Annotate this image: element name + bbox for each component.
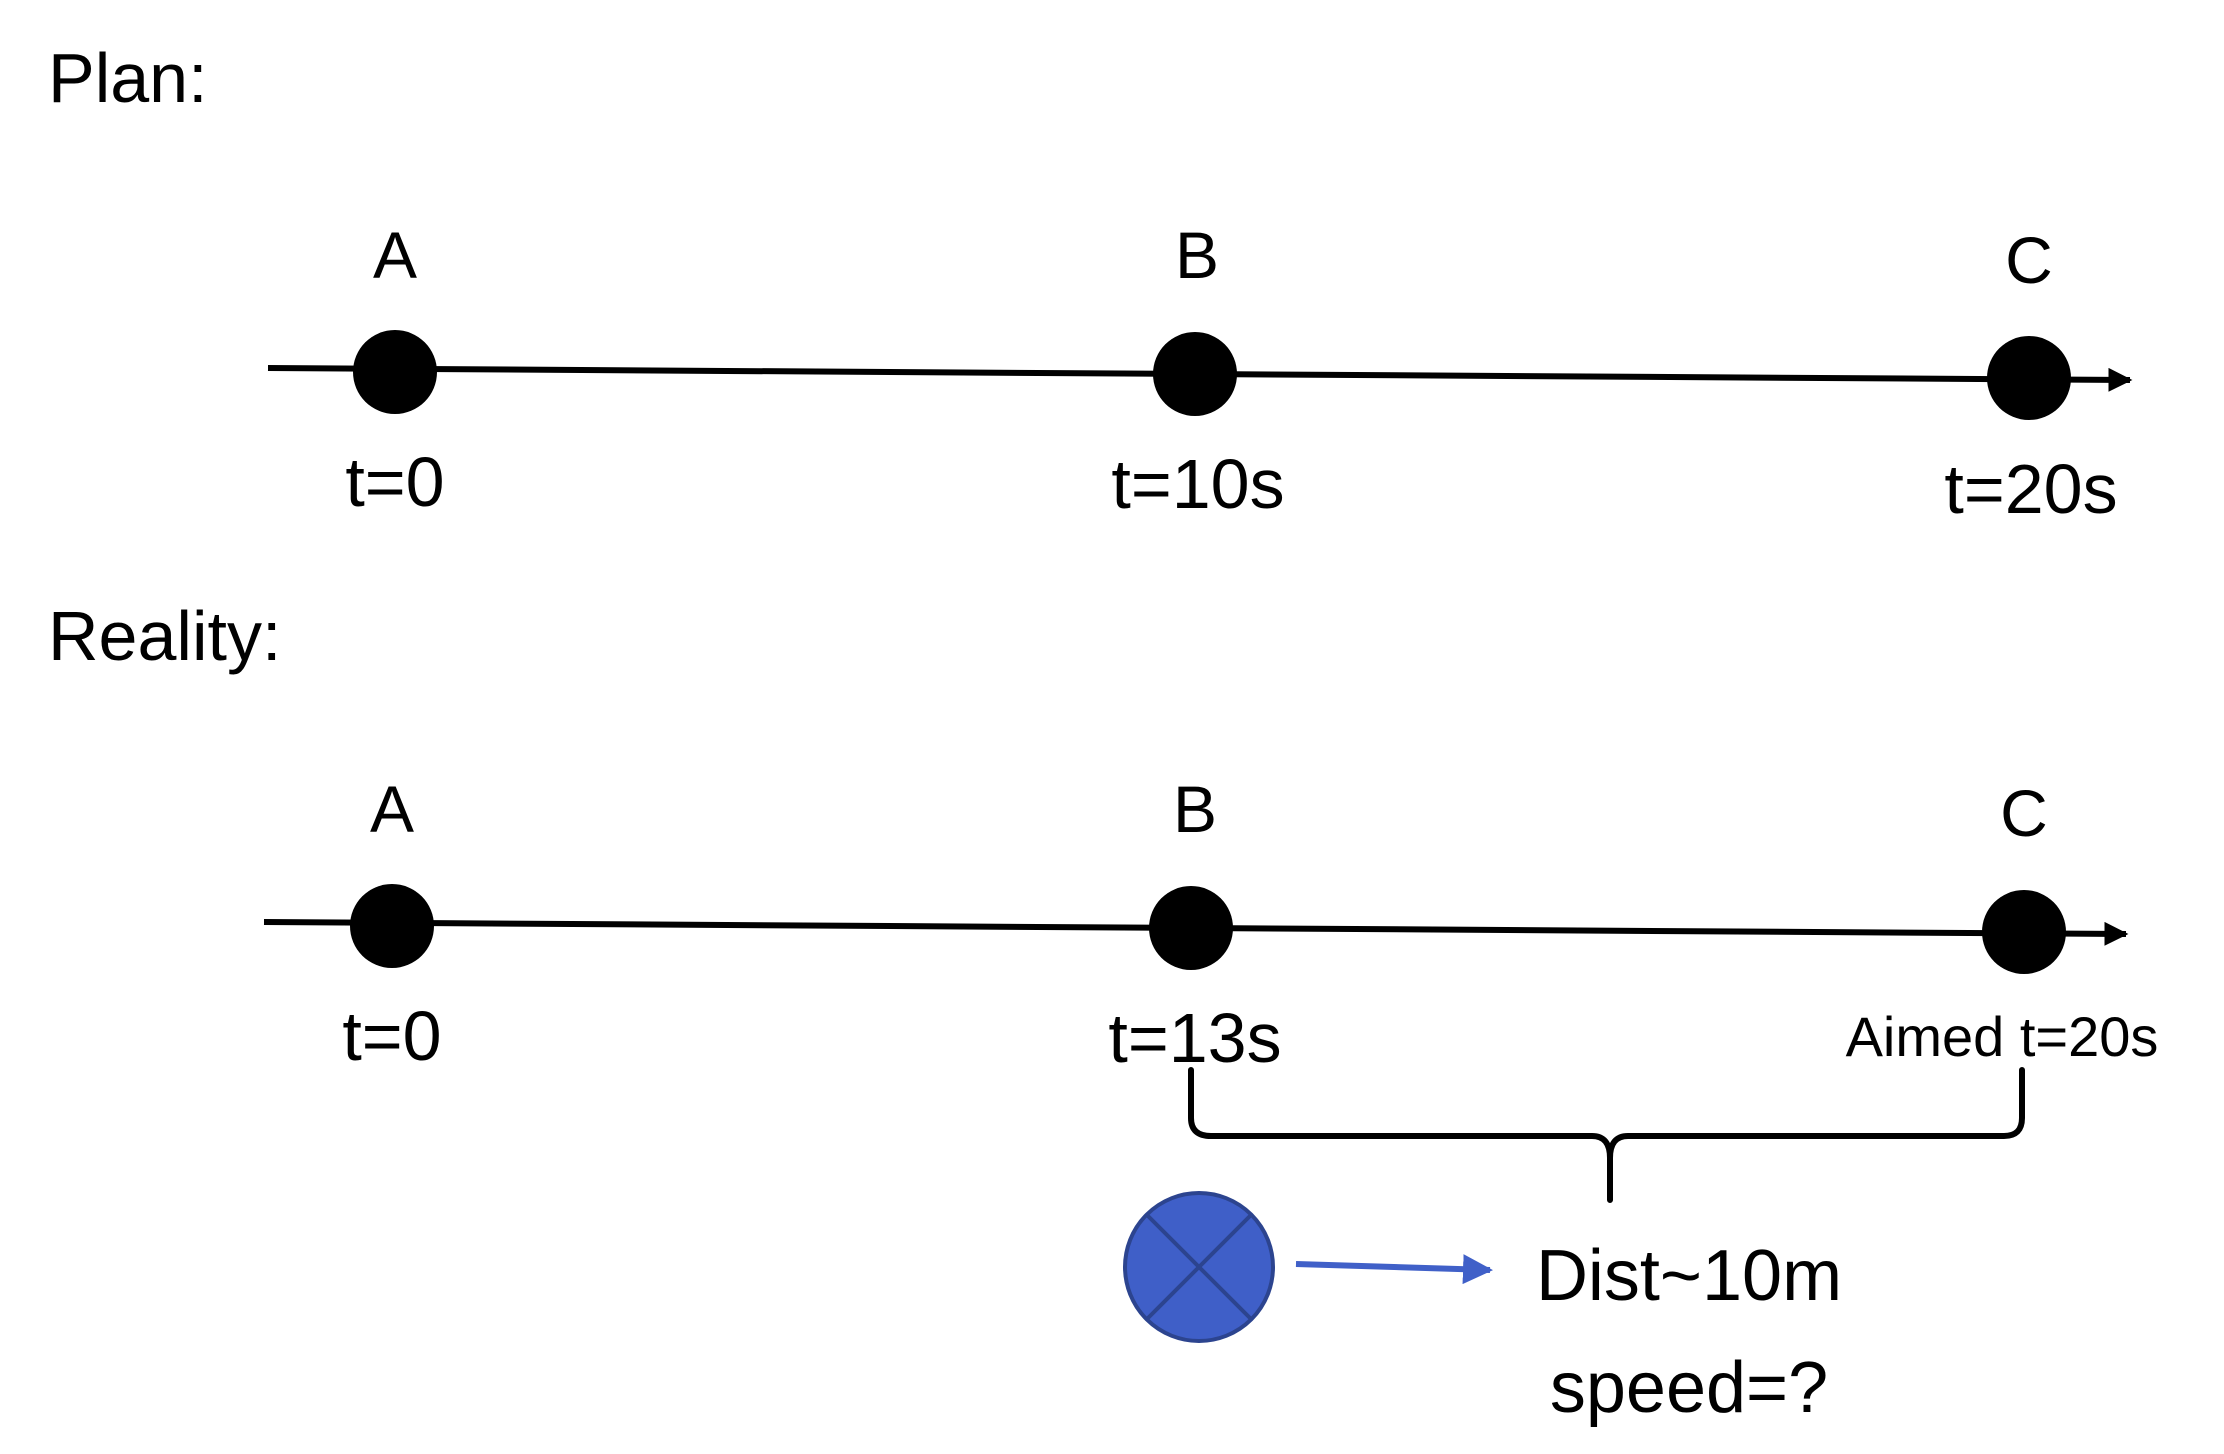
distance-label: Dist~10m bbox=[1536, 1236, 1842, 1316]
reality-point-c: C Aimed t=20s bbox=[1846, 776, 2159, 1068]
plan-point-c-name: C bbox=[2005, 223, 2053, 297]
reality-point-b-marker bbox=[1149, 886, 1233, 970]
reality-point-b-name: B bbox=[1173, 772, 1217, 846]
plan-point-a-marker bbox=[353, 330, 437, 414]
plan-point-b-time: t=10s bbox=[1111, 445, 1284, 523]
object-arrow bbox=[1295, 1254, 1493, 1285]
plan-point-a-name: A bbox=[373, 218, 417, 292]
reality-point-a-marker bbox=[350, 884, 434, 968]
speed-label: speed=? bbox=[1550, 1348, 1828, 1428]
reality-title: Reality: bbox=[48, 597, 281, 675]
plan-point-c-time: t=20s bbox=[1944, 450, 2117, 528]
plan-point-c-marker bbox=[1987, 336, 2071, 420]
distance-brace bbox=[1188, 1067, 2025, 1203]
reality-point-a: A t=0 bbox=[342, 772, 441, 1075]
reality-point-b: B t=13s bbox=[1108, 772, 1281, 1077]
reality-point-c-marker bbox=[1982, 890, 2066, 974]
reality-point-c-name: C bbox=[2000, 776, 2048, 850]
plan-title: Plan: bbox=[48, 39, 208, 117]
plan-section: Plan: A t=0 B t=10s C t=20s bbox=[48, 39, 2133, 528]
reality-section: Reality: A t=0 B t=13s C Aimed t=20s Dis… bbox=[48, 597, 2158, 1428]
plan-point-b: B t=10s bbox=[1111, 218, 1284, 523]
plan-point-c: C t=20s bbox=[1944, 223, 2117, 528]
reality-point-c-time: Aimed t=20s bbox=[1846, 1005, 2159, 1068]
reality-point-b-time: t=13s bbox=[1108, 999, 1281, 1077]
plan-point-a: A t=0 bbox=[345, 218, 444, 521]
crossed-circle-icon bbox=[1123, 1191, 1275, 1343]
reality-point-a-time: t=0 bbox=[342, 997, 441, 1075]
plan-point-a-time: t=0 bbox=[345, 443, 444, 521]
reality-point-a-name: A bbox=[370, 772, 414, 846]
plan-point-b-marker bbox=[1153, 332, 1237, 416]
plan-point-b-name: B bbox=[1175, 218, 1219, 292]
